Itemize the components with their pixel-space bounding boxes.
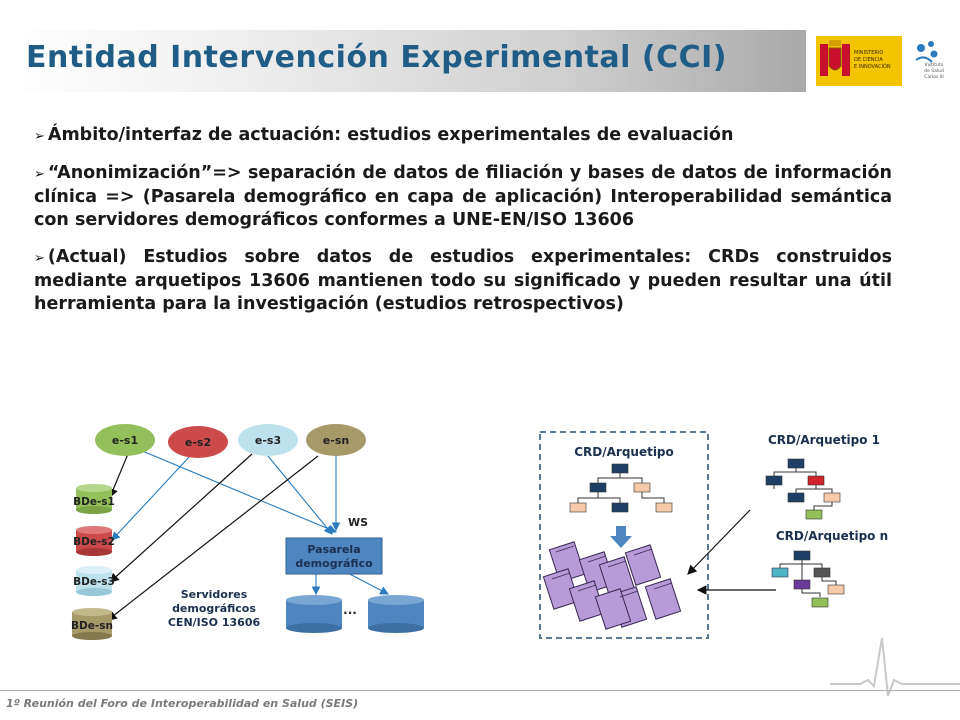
archetype-tree-icon [577, 472, 665, 504]
arrow-bullet-icon: ➢ [34, 251, 45, 266]
connection-lines [107, 449, 389, 621]
ministry-text-2: DE CIENCIA [854, 57, 883, 63]
servers-caption-3: CEN/ISO 13606 [168, 616, 261, 629]
crd-archetype-label: CRD/Arquetipo [574, 445, 674, 459]
bullet-text: (Actual) Estudios sobre datos de estudio… [34, 247, 892, 314]
demographic-db-2 [368, 595, 424, 633]
demographic-diagram: e-s1 e-s2 e-s3 e-sn BDe-s1 BDe-s2 BDe-s3… [71, 424, 424, 640]
spain-coat-of-arms-icon [820, 40, 850, 76]
bullet-item: ➢(Actual) Estudios sobre datos de estudi… [34, 246, 892, 316]
servers-caption-2: demográficos [172, 602, 256, 615]
institute-logo: Instituto de Salud Carlos III [906, 36, 956, 86]
footer-divider [0, 690, 960, 691]
ministry-text-3: E INNOVACIÓN [854, 63, 891, 70]
bullet-list: ➢Ámbito/interfaz de actuación: estudios … [34, 124, 892, 330]
slide-title: Entidad Intervención Experimental (CCI) [26, 40, 727, 75]
ecg-line-decoration [830, 637, 960, 697]
server-label: e-s1 [112, 434, 138, 447]
crd-diagram: CRD/Arquetipo C [539, 431, 888, 639]
servers-caption-1: Servidores [181, 588, 248, 601]
ministry-logo: MINISTERIO DE CIENCIA E INNOVACIÓN [816, 36, 902, 86]
bullet-item: ➢Ámbito/interfaz de actuación: estudios … [34, 124, 892, 148]
isciii-symbol-icon [915, 41, 938, 63]
server-label: e-sn [323, 434, 349, 447]
arrow-archetype-1 [687, 509, 751, 575]
archetype-1-tree-icon [765, 458, 841, 520]
gateway-label-1: Pasarela [307, 543, 360, 556]
database-label: BDe-s2 [73, 536, 115, 548]
bullet-text: Ámbito/interfaz de actuación: estudios e… [47, 125, 734, 145]
ellipsis: ... [343, 603, 357, 617]
database-label: BDe-s1 [73, 496, 115, 508]
crd-archetype-n-label: CRD/Arquetipo n [776, 529, 888, 543]
database-label: BDe-s3 [73, 576, 115, 588]
crd-archetype-1-label: CRD/Arquetipo 1 [768, 433, 880, 447]
server-label: e-s3 [255, 434, 281, 447]
crd-archetype-box [539, 431, 709, 639]
gateway-label-2: demográfico [295, 557, 373, 570]
crf-documents-icon [542, 541, 682, 630]
ministry-text-1: MINISTERIO [854, 50, 883, 56]
bullet-text: “Anonimización”=> separación de datos de… [34, 163, 892, 230]
down-arrow-icon [610, 526, 632, 548]
arrow-bullet-icon: ➢ [34, 167, 45, 182]
logos: MINISTERIO DE CIENCIA E INNOVACIÓN Insti… [812, 30, 960, 92]
server-e-s3: e-s3 [238, 424, 298, 456]
database-bde-sn: BDe-sn [71, 608, 113, 640]
demographic-db-1 [286, 595, 342, 633]
institute-text-3: Carlos III [924, 74, 944, 80]
ws-label: WS [348, 516, 368, 529]
arrow-bullet-icon: ➢ [34, 129, 45, 144]
database-bde-s1: BDe-s1 [73, 484, 115, 514]
database-label: BDe-sn [71, 620, 113, 632]
database-bde-s2: BDe-s2 [73, 526, 115, 556]
server-e-s2: e-s2 [168, 426, 228, 458]
server-e-sn: e-sn [306, 424, 366, 456]
server-label: e-s2 [185, 436, 211, 449]
gateway-box: Pasarela demográfico [285, 537, 383, 575]
title-bar [0, 30, 806, 92]
server-e-s1: e-s1 [95, 424, 155, 456]
institute-text-2: de Salud [924, 68, 944, 74]
footer-text: 1º Reunión del Foro de Interoperabilidad… [6, 697, 359, 710]
bullet-item: ➢“Anonimización”=> separación de datos d… [34, 162, 892, 232]
archetype-n-tree-icon [771, 550, 845, 608]
database-bde-s3: BDe-s3 [73, 566, 115, 596]
institute-text-1: Instituto [925, 62, 944, 68]
archetype-tree-nodes [569, 463, 673, 513]
